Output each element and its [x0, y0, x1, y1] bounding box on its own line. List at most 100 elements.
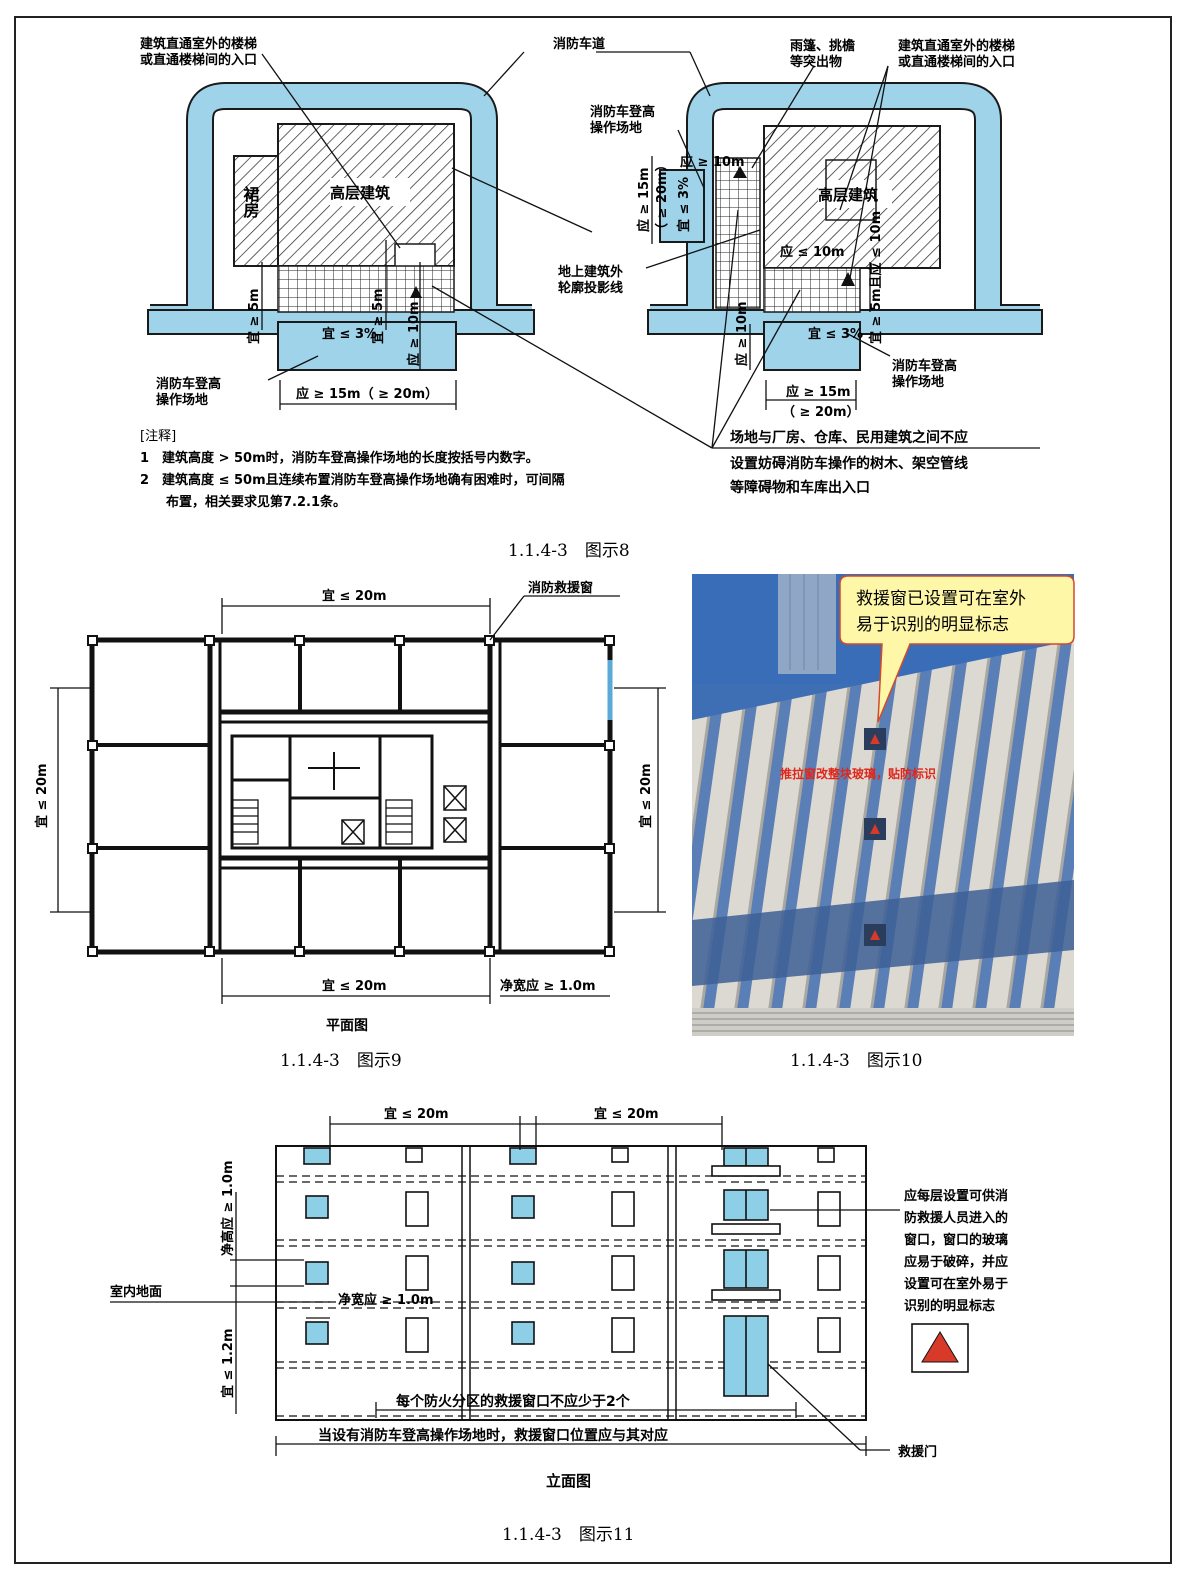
fig10-tower-background: [778, 574, 836, 674]
fig10-red-note: 推拉窗改整块玻璃，贴防标识: [780, 766, 936, 781]
fig11-dim-top-right: 宜 ≤ 20m: [594, 1106, 659, 1122]
fig9-caption: 1.1.4-3 图示9: [280, 1051, 402, 1071]
fig11-dim-height: 净高应 ≥ 1.0m: [220, 1160, 236, 1256]
fig8-dimension-lines: [261, 156, 871, 410]
fig8-right-entry-triangle-2: [841, 272, 855, 286]
fig11-building-outline: [275, 1145, 867, 1421]
fig8-caption: 1.1.4-3 图示8: [508, 541, 630, 561]
fig8-label-platform-top-1: 消防车登高: [590, 104, 655, 120]
fig9-core: [230, 734, 434, 850]
page-frame: [14, 16, 1172, 1564]
fig8-dim-len-right2: （ ≥ 20m）: [782, 404, 860, 420]
fig8-label-platform-left-2: 操作场地: [156, 392, 208, 408]
fig8-dim-left-15: 应 ≥ 15m: [636, 167, 652, 232]
fig11-windows: [303, 1147, 969, 1397]
fig8-right-core: [825, 159, 877, 221]
fig8-dim-right-5-10: 宜 ≥ 5m且应 ≤ 10m: [868, 211, 884, 344]
fig8-dim-right-width: 应 ≥ 10m: [734, 301, 750, 366]
fig8-obstacle-note-1: 场地与厂房、仓库、民用建筑之间不应: [730, 429, 968, 446]
fig8-dim-width-left: 应 ≥ 10m: [406, 301, 422, 366]
fig8-obstacle-note-3: 等障碍物和车库出入口: [730, 479, 870, 496]
fig11-labels: 宜 ≤ 20m 宜 ≤ 20m 室内地面 净宽应 ≥ 1.0m 应每层设置可供消…: [110, 1106, 1008, 1490]
fig8-label-canopy-1: 雨篷、挑檐: [790, 38, 855, 54]
fig11-note-window-1: 应每层设置可供消: [904, 1188, 1008, 1204]
fig8-left-platform: [277, 321, 457, 371]
fig9-dim-left: 宜 ≤ 20m: [34, 763, 50, 828]
fig9-labels: 宜 ≤ 20m 消防救援窗 宜 ≤ 20m 净宽应 ≥ 1.0m 平面图 宜 ≤…: [34, 580, 654, 1034]
fig11-note-window-5: 设置可在室外易于: [904, 1276, 1008, 1292]
fig11-elevation: [275, 1145, 867, 1421]
fig8-right-entry-triangle: [733, 166, 747, 178]
fig8-right-grid-side: [715, 157, 761, 309]
fig10-photo: [692, 574, 1075, 1036]
fig8-note-2: 2 建筑高度 ≤ 50m且连续布置消防车登高操作场地确有困难时，可间隔: [140, 472, 565, 488]
fig11-dim-sill: 宜 ≤ 1.2m: [220, 1328, 236, 1398]
fig8-note-3: 布置，相关要求见第7.2.1条。: [140, 494, 346, 510]
fig8-label-stair-entry-2: 或直通楼梯间的入口: [140, 52, 257, 68]
fig11-rule-1: 每个防火分区的救援窗口不应少于2个: [396, 1393, 631, 1410]
fig8-dim-le10m-bottom: 应 ≤ 10m: [780, 244, 845, 260]
fig8-labels: 建筑直通室外的楼梯 或直通楼梯间的入口 消防车道 雨篷、挑檐 等突出物 建筑直通…: [140, 36, 1015, 510]
fig11-elev-title: 立面图: [546, 1472, 591, 1490]
fig8-label-platform-right-1: 消防车登高: [892, 358, 957, 374]
fig10-caption: 1.1.4-3 图示10: [790, 1051, 922, 1071]
fig9-elevators: [341, 785, 467, 845]
fig8-dim-5m-left: 宜 ≥ 5m: [246, 288, 262, 344]
fig9-columns: [87, 635, 615, 957]
fig9-plan-title: 平面图: [326, 1018, 368, 1034]
fig9-label-window: 消防救援窗: [528, 580, 593, 596]
fig11-label-door: 救援门: [898, 1444, 937, 1460]
fig11-caption: 1.1.4-3 图示11: [502, 1525, 634, 1545]
fig8-note-1: 1 建筑高度 > 50m时，消防车登高操作场地的长度按括号内数字。: [140, 450, 539, 466]
fig10-labels: 救援窗已设置可在室外 易于识别的明显标志 推拉窗改整块玻璃，贴防标识: [780, 589, 1026, 781]
fig8-label-outline-1: 地上建筑外: [558, 264, 623, 280]
fig10-rescue-windows: [864, 728, 886, 946]
fig8-right-grid-bottom: [763, 267, 861, 313]
fig9-plan: [50, 595, 666, 1004]
fig8-label-stair-entry-right-2: 或直通楼梯间的入口: [898, 54, 1015, 70]
fig8-label-outline-2: 轮廓投影线: [558, 280, 623, 296]
fig9-stair-left: [231, 799, 259, 845]
fig11-rescue-windows: [303, 1147, 769, 1397]
fig8-label-stair-entry-1: 建筑直通室外的楼梯: [140, 36, 257, 52]
fig8-left-entry-triangle: [410, 286, 422, 298]
fig8-dim-left-slope: 宜 ≤ 3%: [676, 177, 692, 232]
fig8-dim-10m-top: 应 ≥ 10m: [680, 154, 745, 170]
fig8-dim-5m-mid: 宜 ≥ 5m: [370, 288, 386, 344]
fig8-dim-left-20: （ ≥ 20m）: [654, 158, 670, 236]
fig9-dim-clear: 净宽应 ≥ 1.0m: [500, 978, 596, 994]
fig11-label-floor: 室内地面: [110, 1284, 162, 1300]
fig11-warning-triangle: [921, 1331, 959, 1363]
fig11-ordinary-windows: [405, 1147, 841, 1353]
fig11-dim-width: 净宽应 ≥ 1.0m: [338, 1292, 434, 1308]
fig11-dim-top-left: 宜 ≤ 20m: [384, 1106, 449, 1122]
fig11-note-window-6: 识别的明显标志: [904, 1298, 995, 1314]
fig11-note-window-2: 防救援人员进入的: [904, 1210, 1008, 1226]
fig8-obstacle-note-2: 设置妨碍消防车操作的树木、架空管线: [730, 455, 968, 472]
fig8-label-platform-top-2: 操作场地: [590, 120, 642, 136]
fig8-grid-zone: [277, 265, 455, 313]
fig8-label-fire-lane: 消防车道: [553, 36, 605, 52]
fig10-vent-band: [692, 1008, 1074, 1036]
fig8-entry-box: [394, 243, 436, 269]
fig9-dim-right: 宜 ≤ 20m: [638, 763, 654, 828]
fig9-stair-right: [385, 799, 413, 845]
fig11-note-window-4: 应易于破碎，并应: [904, 1254, 1008, 1270]
fig8-label-stair-entry-right-1: 建筑直通室外的楼梯: [898, 38, 1015, 54]
fig11-rule-2: 当设有消防车登高操作场地时，救援窗口位置应与其对应: [318, 1427, 668, 1444]
fig10-callout-line-1: 救援窗已设置可在室外: [856, 589, 1026, 609]
fig8-label-highrise: 高层建筑: [330, 184, 390, 202]
fig11-note-window-3: 窗口，窗口的玻璃: [904, 1232, 1008, 1248]
fig10-callout-bubble: [839, 575, 1075, 723]
fig8-label-canopy-2: 等突出物: [789, 54, 842, 70]
fig8-leader-lines: [261, 51, 1040, 449]
fig9-dim-top: 宜 ≤ 20m: [322, 588, 387, 604]
fig8-label-podium: 裙房: [241, 185, 260, 219]
fig8-dim-len-left: 应 ≥ 15m（ ≥ 20m）: [296, 386, 438, 402]
fig8-dim-slope-left: 宜 ≤ 3%: [322, 326, 377, 342]
fig9-dimension-lines: [50, 595, 666, 1004]
fig8-label-platform-right-2: 操作场地: [892, 374, 944, 390]
fig8-dim-len-right: 应 ≥ 15m: [786, 384, 851, 400]
fig8-dim-slope-right: 宜 ≤ 3%: [808, 326, 863, 342]
